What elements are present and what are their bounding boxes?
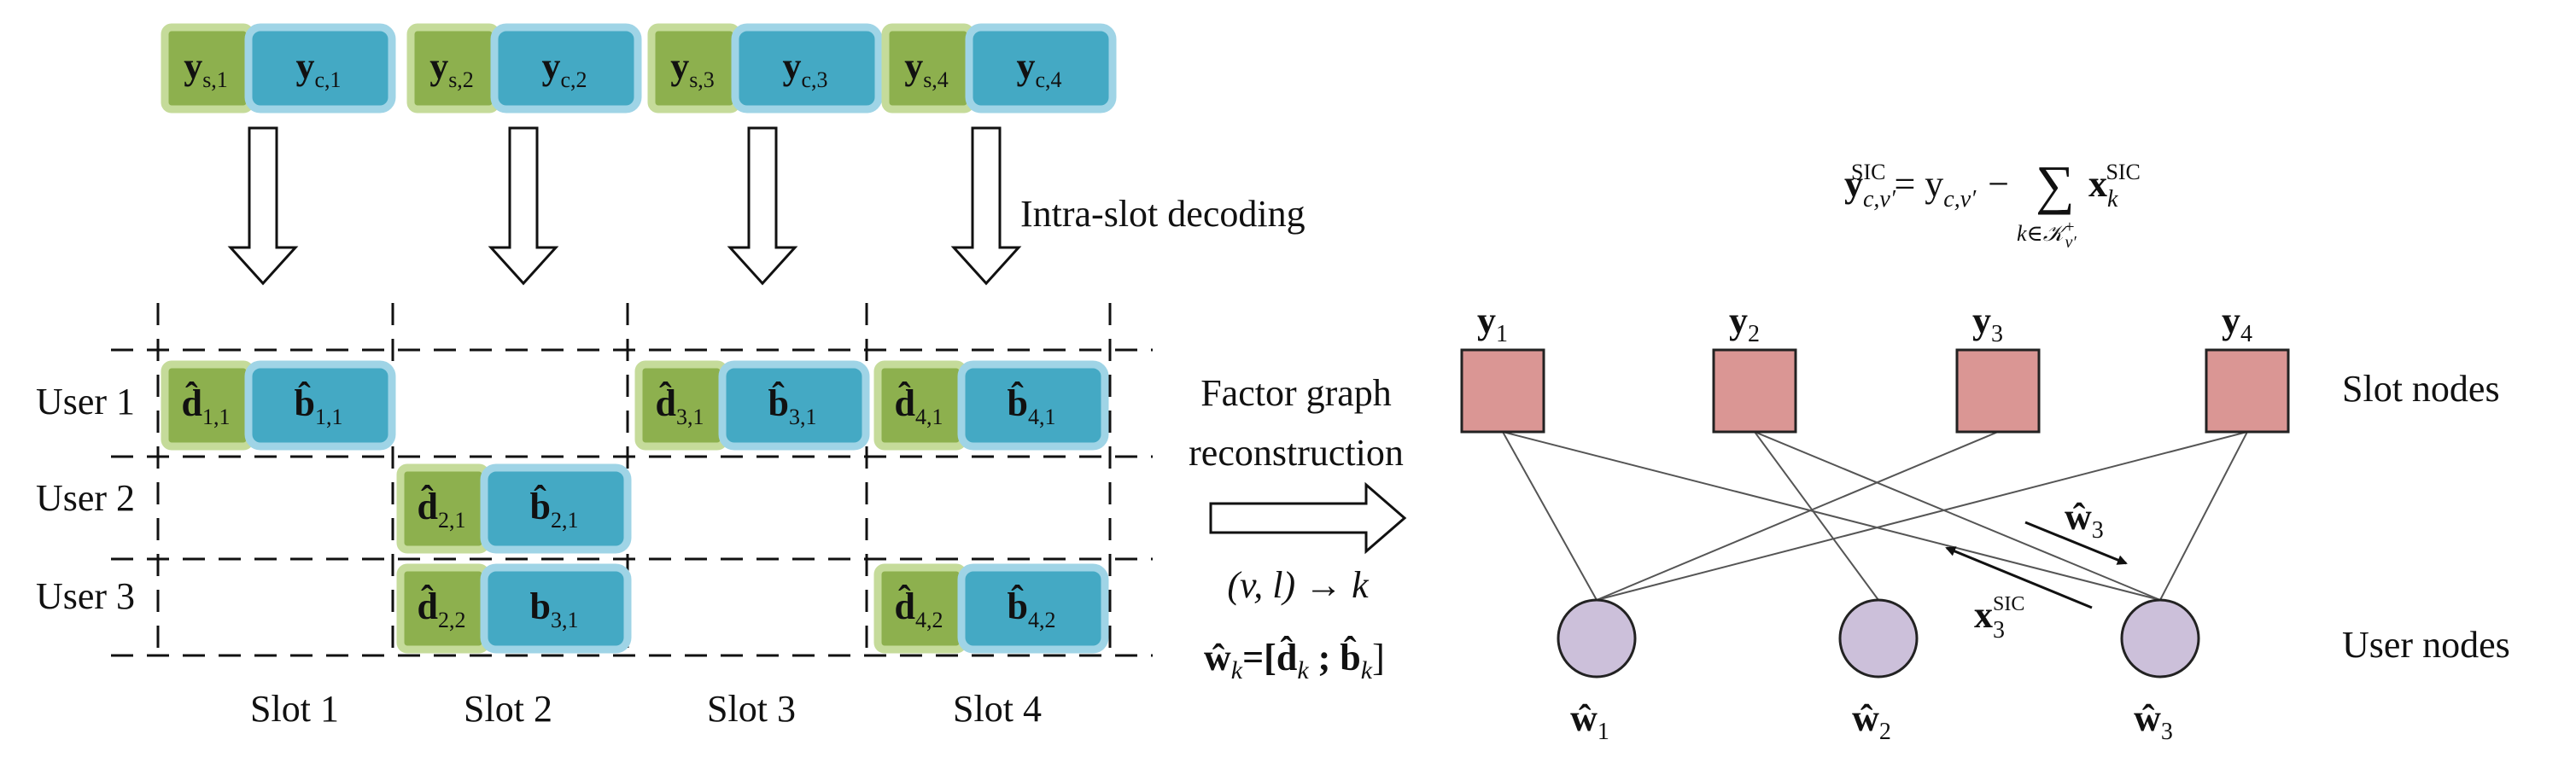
slot-label: Slot 4 bbox=[953, 688, 1042, 730]
blue-block-label: b̂2,1 bbox=[530, 485, 579, 533]
slot-label: Slot 1 bbox=[250, 688, 339, 730]
svg-text:k∈𝒦+v′: k∈𝒦+v′ bbox=[2017, 218, 2077, 252]
blue-block-label: yc,2 bbox=[541, 45, 587, 92]
blue-block bbox=[244, 360, 396, 451]
slot-node-label: y1 bbox=[1477, 300, 1508, 347]
received-signal-row: ys,1 yc,1 ys,2 yc,2 ys,3 yc,3 ys,4 yc,4 bbox=[161, 23, 1117, 114]
user-label: User 3 bbox=[36, 575, 135, 617]
decoded-packet: d̂2,2 b3,1 bbox=[396, 563, 632, 654]
slot-node-label: y4 bbox=[2222, 300, 2252, 347]
user-node-label: ŵ1 bbox=[1570, 697, 1609, 745]
mapping-label: (v, l) → k bbox=[1227, 564, 1370, 606]
user-label: User 2 bbox=[36, 477, 135, 519]
received-signal-2: ys,2 yc,2 bbox=[406, 23, 642, 114]
slot-node bbox=[1712, 348, 1797, 434]
down-arrow-icon bbox=[727, 126, 798, 286]
received-signal-1: ys,1 yc,1 bbox=[161, 23, 396, 114]
received-signal-3: ys,3 yc,3 bbox=[647, 23, 883, 114]
slot-nodes: y1 y2 y3 y4 bbox=[1460, 300, 2290, 434]
user-node bbox=[2120, 598, 2200, 679]
blue-block bbox=[480, 563, 632, 654]
green-block-label: d̂2,1 bbox=[418, 485, 466, 533]
svg-text:∑: ∑ bbox=[2036, 154, 2075, 215]
message-back-label: x3SIC bbox=[1974, 593, 2024, 644]
slot-node bbox=[2205, 348, 2290, 434]
factor-graph-edge bbox=[1754, 431, 2161, 601]
decoded-packets: d̂1,1 b̂1,1 d̂3,1 b̂3,1 d̂4,1 b̂4,1 d̂2,1 b̂2,1… bbox=[161, 360, 1109, 654]
slot-label: Slot 3 bbox=[707, 688, 796, 730]
message-forward-arrow bbox=[2024, 521, 2128, 565]
slot-node bbox=[1460, 348, 1545, 434]
svg-text:yc,v′SIC= yc,v′−: yc,v′SIC= yc,v′− bbox=[1844, 160, 2009, 213]
slot-labels: Slot 1 Slot 2 Slot 3 Slot 4 bbox=[250, 688, 1042, 730]
slot-node-label: y3 bbox=[1972, 300, 2003, 347]
user-node-label: ŵ3 bbox=[2134, 697, 2173, 745]
factor-graph-edges bbox=[1502, 431, 2248, 601]
user-nodes: ŵ1 ŵ2 ŵ3 bbox=[1557, 598, 2200, 745]
factor-graph-edge bbox=[1596, 431, 1999, 601]
green-block-label: ys,2 bbox=[429, 45, 474, 92]
blue-block bbox=[957, 563, 1109, 654]
received-signal-4: ys,4 yc,4 bbox=[881, 23, 1117, 114]
decoded-packet: d̂4,2 b̂4,2 bbox=[873, 563, 1109, 654]
decoded-packet: d̂4,1 b̂4,1 bbox=[873, 360, 1109, 451]
blue-block-label: b̂4,2 bbox=[1008, 585, 1056, 632]
user-node bbox=[1557, 598, 1637, 679]
blue-block bbox=[731, 23, 883, 114]
w-definition: ŵk=[d̂k ; b̂k] bbox=[1204, 636, 1385, 684]
intra-slot-arrows bbox=[227, 126, 1022, 286]
factor-graph-edge bbox=[1754, 431, 1879, 601]
reconstruction-arrow-icon bbox=[1209, 481, 1407, 555]
green-block-label: ys,1 bbox=[184, 45, 228, 92]
factor-graph-edge bbox=[1596, 431, 2248, 601]
blue-block-label: b̂3,1 bbox=[768, 382, 817, 429]
green-block-label: d̂2,2 bbox=[418, 585, 466, 632]
down-arrow-icon bbox=[488, 126, 559, 286]
user-node bbox=[1838, 598, 1919, 679]
blue-block-label: yc,3 bbox=[782, 45, 827, 92]
blue-block bbox=[718, 360, 870, 451]
slot-node-label: y2 bbox=[1729, 300, 1760, 347]
down-arrow-icon bbox=[227, 126, 299, 286]
green-block-label: d̂3,1 bbox=[656, 382, 704, 429]
message-back-arrow bbox=[1945, 546, 2093, 609]
green-block-label: d̂1,1 bbox=[182, 382, 231, 429]
green-block-label: d̂4,2 bbox=[895, 585, 943, 632]
factor-graph-label-2: reconstruction bbox=[1189, 432, 1404, 474]
blue-block-label: b̂4,1 bbox=[1008, 382, 1056, 429]
blue-block-label: b̂1,1 bbox=[295, 382, 343, 429]
down-arrow-icon bbox=[950, 126, 1022, 286]
sic-equation: yc,v′SIC= yc,v′− ∑ k∈𝒦+v′ xkSIC bbox=[1844, 154, 2141, 252]
factor-graph-label-1: Factor graph bbox=[1200, 372, 1392, 414]
user-nodes-label: User nodes bbox=[2342, 624, 2510, 666]
decoded-packet: d̂2,1 b̂2,1 bbox=[396, 463, 632, 554]
user-labels: User 1 User 2 User 3 bbox=[36, 381, 135, 617]
slot-node bbox=[1955, 348, 2041, 434]
user-node-label: ŵ2 bbox=[1852, 697, 1891, 745]
green-block-label: ys,4 bbox=[904, 45, 949, 92]
blue-block bbox=[244, 23, 396, 114]
blue-block bbox=[490, 23, 642, 114]
green-block-label: d̂4,1 bbox=[895, 382, 943, 429]
slot-label: Slot 2 bbox=[464, 688, 552, 730]
green-block-label: ys,3 bbox=[670, 45, 715, 92]
decoded-packet: d̂3,1 b̂3,1 bbox=[634, 360, 870, 451]
factor-graph-edge bbox=[1502, 431, 2161, 601]
slot-nodes-label: Slot nodes bbox=[2342, 368, 2500, 410]
intra-slot-decoding-label: Intra-slot decoding bbox=[1020, 193, 1306, 235]
blue-block-label: b3,1 bbox=[530, 585, 579, 632]
decoded-packet: d̂1,1 b̂1,1 bbox=[161, 360, 396, 451]
user-label: User 1 bbox=[36, 381, 135, 422]
blue-block bbox=[480, 463, 632, 554]
blue-block-label: yc,1 bbox=[295, 45, 341, 92]
factor-graph-edge bbox=[1502, 431, 1598, 601]
blue-block-label: yc,4 bbox=[1016, 45, 1061, 92]
svg-text:xkSIC: xkSIC bbox=[2088, 160, 2141, 213]
blue-block bbox=[965, 23, 1117, 114]
message-forward-label: ŵ3 bbox=[2065, 496, 2104, 544]
blue-block bbox=[957, 360, 1109, 451]
factor-graph-edge bbox=[2159, 431, 2248, 601]
